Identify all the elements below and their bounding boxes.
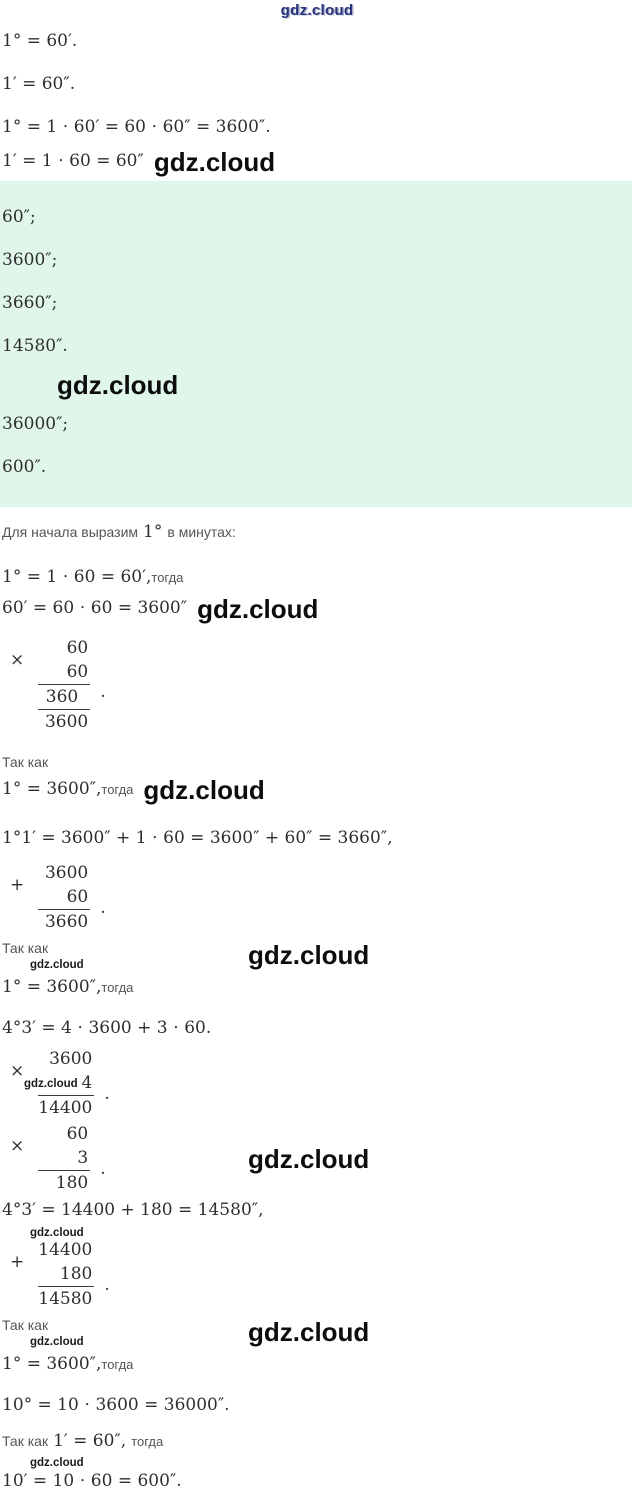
column-multiplication-60x3: × 60 3 180 . <box>10 1122 106 1195</box>
period: . <box>100 898 106 918</box>
watermark: gdz.cloud <box>57 370 179 400</box>
math-expression: 1° = 1 ⋅ 60 = 60′, <box>2 567 152 587</box>
result: 14400 <box>38 1095 95 1120</box>
watermark: gdz.cloud <box>248 1317 370 1347</box>
step-line: 1° = 3600″,тогда <box>2 974 632 1001</box>
result: 14580 <box>38 1286 95 1311</box>
text-segment: Для начала выразим <box>2 524 139 540</box>
answer-item: 14580″. <box>2 336 68 356</box>
result: 3660 <box>38 909 91 934</box>
answer-item: 60″; <box>2 207 36 227</box>
answer-item: 3660″; <box>2 293 58 313</box>
operand: 14400 <box>38 1240 93 1260</box>
answer-item: 36000″; <box>2 414 69 434</box>
operand: 3600 <box>44 863 89 883</box>
watermark-line: gdz.cloud <box>30 1223 632 1239</box>
operand: 180 <box>59 1264 93 1284</box>
operand: 3 <box>77 1148 89 1168</box>
watermark: gdz.cloud <box>143 774 265 805</box>
period: . <box>104 1084 110 1104</box>
operand: 3600 <box>49 1049 93 1069</box>
math-line-2: 1′ = 60″. <box>2 74 76 94</box>
math-line-4: 1′ = 1 ⋅ 60 = 60″ gdz.cloud <box>2 148 632 175</box>
plus-operator: + <box>10 1252 25 1272</box>
step-line: 1° = 3600″,тогда <box>2 1351 632 1378</box>
times-operator: × <box>10 1136 25 1156</box>
text-line: Так как <box>2 1317 49 1333</box>
math-line: 10° = 10 ⋅ 3600 = 36000″. <box>2 1395 230 1415</box>
times-operator: × <box>10 650 25 670</box>
math-line-1: 1° = 60′. <box>2 31 78 51</box>
note-cluster: Так как gdz.cloud gdz.cloud <box>2 1315 632 1349</box>
column-addition-14400+180: + 14400 180 14580 . <box>10 1238 110 1311</box>
column-multiplication-3600x4: × 3600 4 14400 . gdz.cloud <box>10 1047 110 1120</box>
result: 3600 <box>38 709 91 734</box>
times-operator: × <box>10 1061 25 1081</box>
math-expression: 1° = 3600″, <box>2 1354 102 1374</box>
number-column: 60 3 180 <box>38 1122 91 1195</box>
column-multiplication-60x60: × 60 60 360 3600 . <box>10 636 106 734</box>
watermark: gdz.cloud <box>30 959 84 971</box>
text-segment: тогда <box>131 1434 164 1449</box>
math-segment: 1° <box>143 522 163 542</box>
operand: 60 <box>66 1124 89 1144</box>
watermark: gdz.cloud <box>248 1143 370 1174</box>
math-line-3: 1° = 1 ⋅ 60′ = 60 ⋅ 60″ = 3600″. <box>2 117 271 137</box>
watermark: gdz.cloud <box>153 146 276 177</box>
text-segment: тогда <box>101 782 134 797</box>
watermark: gdz.cloud <box>248 940 370 970</box>
step-line: 1° = 3600″,тогда gdz.cloud <box>2 776 632 803</box>
watermark: gdz.cloud <box>30 1336 84 1348</box>
operand: 4 <box>81 1073 93 1093</box>
math-expression: 1° = 3600″, <box>2 779 102 799</box>
operand: 60 <box>66 662 89 682</box>
number-column: 3600 60 3660 <box>38 861 91 934</box>
text-segment: в минутах: <box>167 524 236 540</box>
math-line: 10′ = 10 ⋅ 60 = 600″. <box>2 1471 182 1491</box>
step-line: 1° = 1 ⋅ 60 = 60′,тогда <box>2 564 632 591</box>
answers-panel: 60″; 3600″; 3660″; 14580″. gdz.cloud 360… <box>0 181 632 507</box>
watermark: gdz.cloud <box>30 1227 84 1239</box>
note-cluster: Так как gdz.cloud gdz.cloud <box>2 938 632 972</box>
watermark: gdz.cloud <box>197 593 319 624</box>
text-line: Так как <box>2 940 49 956</box>
math-expression: 60′ = 60 ⋅ 60 = 3600″ <box>2 598 188 618</box>
number-column: 14400 180 14580 <box>38 1238 95 1311</box>
column-addition-3600+60: + 3600 60 3660 . <box>10 861 106 934</box>
number-column: 60 60 360 3600 <box>38 636 91 734</box>
text-line: Так как <box>2 754 49 770</box>
period: . <box>100 682 106 702</box>
text-segment: тогда <box>101 980 134 995</box>
answer-item: 600″. <box>2 457 47 477</box>
text-segment: тогда <box>151 570 184 585</box>
answer-item: 3600″; <box>2 250 58 270</box>
operand: 60 <box>66 638 89 658</box>
number-column: 3600 4 14400 <box>38 1047 95 1120</box>
text-segment: Так как <box>2 1433 49 1449</box>
math-segment: 1′ = 60″, <box>53 1431 127 1451</box>
period: . <box>100 1159 106 1179</box>
math-line: 4°3′ = 14400 + 180 = 14580″, <box>2 1200 264 1220</box>
watermark: gdz.cloud <box>24 1078 78 1090</box>
operand: 60 <box>66 887 89 907</box>
math-expression: 1′ = 1 ⋅ 60 = 60″ <box>2 151 144 171</box>
partial-product: 360 <box>38 684 91 709</box>
math-expression: 1° = 3600″, <box>2 977 102 997</box>
arith-row: × 60 3 180 . gdz.cloud <box>2 1122 632 1195</box>
period: . <box>104 1275 110 1295</box>
watermark-line: gdz.cloud <box>30 1453 632 1469</box>
plus-operator: + <box>10 875 25 895</box>
math-line: 1°1′ = 3600″ + 1 ⋅ 60 = 3600″ + 60″ = 36… <box>2 828 393 848</box>
text-segment: тогда <box>101 1357 134 1372</box>
math-line: 4°3′ = 4 ⋅ 3600 + 3 ⋅ 60. <box>2 1018 212 1038</box>
top-watermark: gdz.cloud <box>280 2 354 19</box>
step-line: 60′ = 60 ⋅ 60 = 3600″ gdz.cloud <box>2 595 632 622</box>
result: 180 <box>38 1170 91 1195</box>
